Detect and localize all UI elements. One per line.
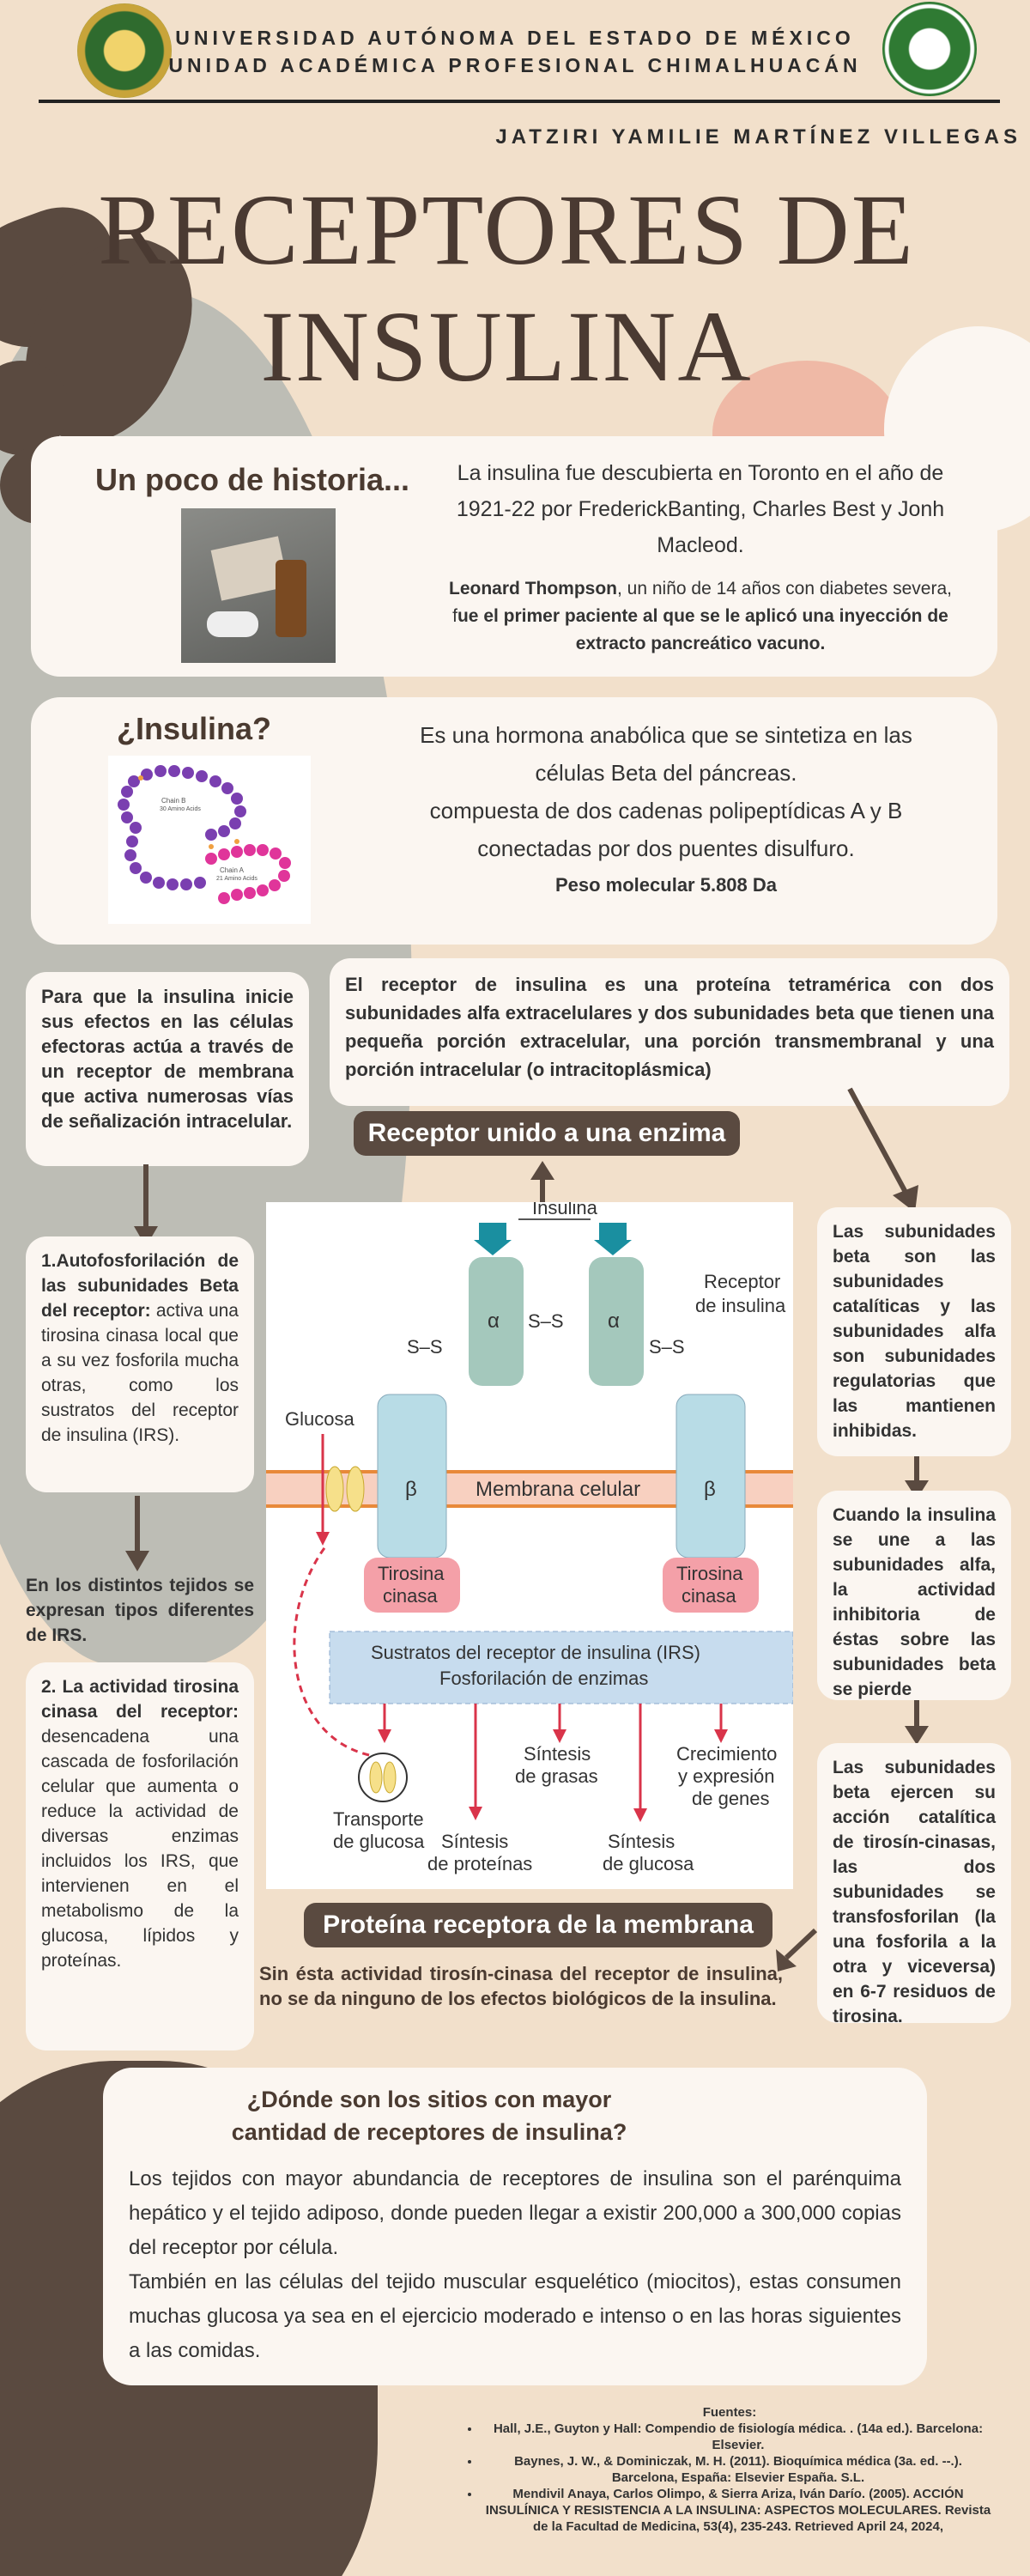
header-divider: [39, 100, 1000, 103]
glucose-transporter-icon: [358, 1753, 408, 1802]
alpha-label-right: α: [608, 1309, 620, 1333]
arrow-to-right1: [847, 1087, 918, 1212]
glucose-transport-path: [293, 1545, 370, 1757]
history-heading: Un poco de historia...: [95, 462, 410, 497]
sources: Fuentes: Hall, J.E., Guyton y Hall: Comp…: [464, 2404, 996, 2535]
growth-l1: Crecimiento: [676, 1743, 777, 1765]
fat-l2: de grasas: [515, 1765, 598, 1787]
beta-label-left: β: [405, 1478, 417, 1501]
beta-subunit-right: [676, 1394, 746, 1558]
irs-box: [329, 1631, 793, 1704]
bottom-note: Sin ésta actividad tirosín-cinasa del re…: [259, 1963, 783, 2009]
insulin-card: ¿Insulina? Chain B 30 Amino Acids Chain …: [31, 697, 997, 945]
protein-l1: Síntesis: [441, 1831, 508, 1852]
step1-note: 1.Autofosforilación de las subunidades B…: [26, 1236, 254, 1492]
kinase-left-l2: cinasa: [383, 1585, 438, 1607]
glucose-synth-l1: Síntesis: [608, 1831, 675, 1852]
alpha-subunit-left: [469, 1257, 524, 1386]
kinase-right: [663, 1558, 759, 1613]
molecular-weight: Peso molecular 5.808 Da: [554, 874, 778, 896]
receptor-description: El receptor de insulina es una proteína …: [330, 958, 1009, 1106]
insulin-vial-photo: [181, 508, 336, 663]
fig-insulina-label: Insulina: [532, 1202, 598, 1218]
kinase-right-l1: Tirosina: [676, 1563, 743, 1584]
insulin-structure-image: Chain B 30 Amino Acids Chain A 21 Amino …: [108, 756, 311, 924]
source-item: Baynes, J. W., & Dominiczak, M. H. (2011…: [481, 2453, 996, 2486]
history-text: La insulina fue descubierta en Toronto e…: [456, 461, 945, 557]
glucose-synth-l2: de glucosa: [603, 1853, 694, 1874]
pill-receptor-enzyme: Receptor unido a una enzima: [354, 1111, 740, 1156]
kinase-right-l2: cinasa: [682, 1585, 736, 1607]
transport-l2: de glucosa: [333, 1831, 425, 1852]
insulin-marker-1: [474, 1240, 512, 1255]
right-note-2: Cuando la insulina se une a las subunida…: [817, 1491, 1011, 1700]
sites-paragraph-2: También en las células del tejido muscul…: [129, 2270, 901, 2362]
chain-b-sub: 30 Amino Acids: [160, 806, 201, 812]
sites-heading: ¿Dónde son los sitios con mayor cantidad…: [231, 2087, 627, 2145]
sources-heading: Fuentes:: [702, 2405, 757, 2420]
beta-subunit-left: [377, 1394, 447, 1558]
insulin-marker-2: [594, 1240, 632, 1255]
history-card: Un poco de historia... La insulina fue d…: [31, 436, 997, 677]
sites-card: ¿Dónde son los sitios con mayor cantidad…: [103, 2068, 927, 2385]
irs-line1: Sustratos del receptor de insulina (IRS): [371, 1642, 700, 1663]
growth-l2: y expresión: [678, 1765, 775, 1787]
uaem-logo: [77, 3, 172, 98]
chain-a-label: Chain A: [220, 866, 245, 874]
chimalhuacan-logo: [882, 2, 977, 96]
insulin-desc-1: Es una hormona anabólica que se sintetiz…: [420, 722, 912, 786]
irs-line2: Fosforilación de enzimas: [439, 1668, 648, 1689]
beta-label-right: β: [704, 1478, 716, 1501]
arrow-step1-down: [125, 1496, 149, 1571]
protein-l2: de proteínas: [427, 1853, 532, 1874]
kinase-left-l1: Tirosina: [378, 1563, 445, 1584]
right-note-1: Las subunidades beta son las subunidades…: [817, 1207, 1011, 1456]
university-name: UNIVERSIDAD AUTÓNOMA DEL ESTADO DE MÉXIC…: [168, 27, 862, 76]
source-item: Hall, J.E., Guyton y Hall: Compendio de …: [481, 2421, 996, 2453]
glucosa-label: Glucosa: [285, 1408, 354, 1430]
chain-b-label: Chain B: [161, 797, 185, 805]
arrow-up-pill: [530, 1161, 554, 1209]
insulin-heading: ¿Insulina?: [117, 711, 271, 746]
alpha-label-left: α: [488, 1309, 500, 1333]
sites-paragraph-1: Los tejidos con mayor abundancia de rece…: [129, 2167, 901, 2259]
chain-a-sub: 21 Amino Acids: [216, 876, 258, 882]
step2-note: 2. La actividad tirosina cinasa del rece…: [26, 1662, 254, 2050]
history-thompson: Leonard Thompson, un niño de 14 años con…: [449, 579, 952, 653]
arrow-right3-left: [776, 1928, 818, 1971]
ss-right: S–S: [649, 1336, 685, 1358]
right-note-3: Las subunidades beta ejercen su acción c…: [817, 1743, 1011, 2026]
source-item: Mendivil Anaya, Carlos Olimpo, & Sierra …: [481, 2486, 996, 2535]
arrow-right1-down: [905, 1451, 929, 1499]
alpha-subunit-right: [589, 1257, 644, 1386]
growth-l3: de genes: [692, 1788, 770, 1809]
pill-membrane-protein: Proteína receptora de la membrana: [304, 1903, 772, 1947]
glucose-channel-2: [346, 1466, 365, 1512]
ss-left: S–S: [407, 1336, 443, 1358]
author-name: JATZIRI YAMILIE MARTÍNEZ VILLEGAS: [495, 125, 1021, 149]
fig-receptor-label: Receptor: [704, 1271, 780, 1292]
receptor-diagram: Insulina Receptor de insulina α α S–S S–…: [266, 1202, 793, 1889]
transport-l1: Transporte: [333, 1808, 424, 1830]
irs-note: En los distintos tejidos se expresan tip…: [26, 1576, 254, 1645]
arrow-right2-down: [905, 1697, 929, 1745]
page-title: RECEPTORES DE INSULINA: [98, 173, 915, 403]
intro-note: Para que la insulina inicie sus efectos …: [26, 972, 309, 1166]
kinase-left: [364, 1558, 460, 1613]
ss-center: S–S: [528, 1310, 564, 1332]
membrane-label: Membrana celular: [476, 1478, 640, 1501]
fat-l1: Síntesis: [524, 1743, 591, 1765]
fig-receptor-label2: de insulina: [695, 1295, 786, 1316]
insulin-desc-2: compuesta de dos cadenas polipeptídicas …: [429, 798, 903, 861]
glucose-channel-1: [325, 1466, 344, 1512]
